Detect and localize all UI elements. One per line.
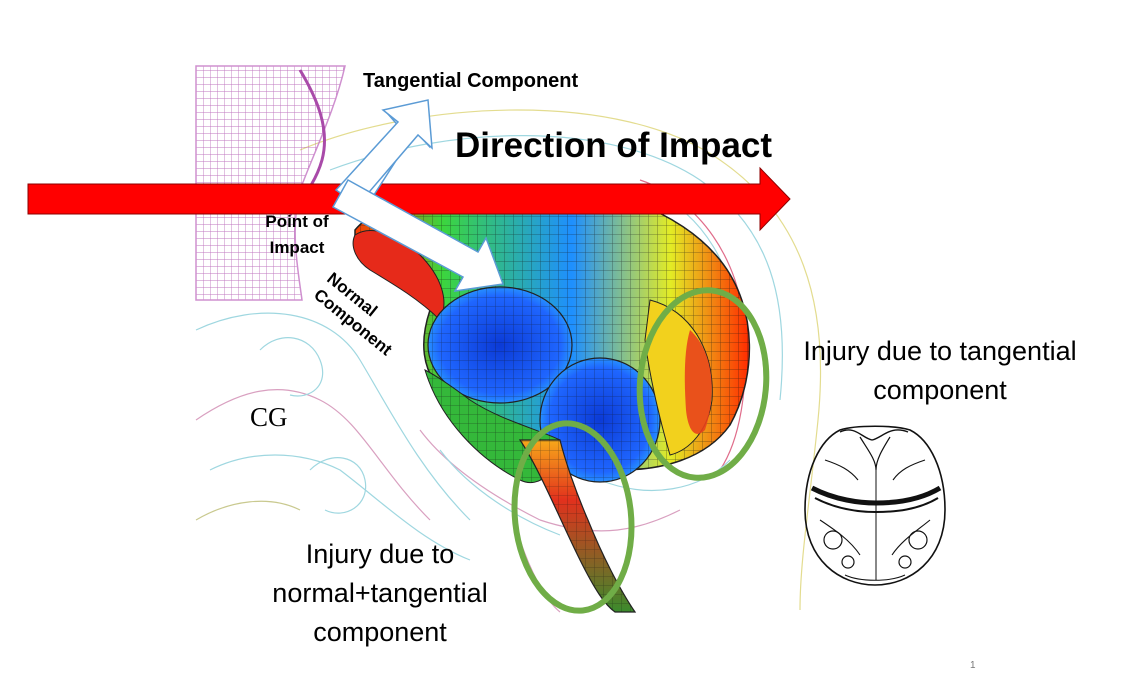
injury-zone-normal-tangential-circle [511, 420, 635, 614]
tangential-component-label: Tangential Component [363, 70, 579, 92]
page-number: 1 [970, 660, 976, 671]
direction-of-impact-arrow [27, 166, 791, 232]
point-of-impact-label: Point of Impact [265, 212, 329, 257]
impactor-mesh [195, 65, 346, 301]
brain-model [352, 184, 751, 613]
cg-label: CG [250, 402, 288, 432]
injury-zone-tangential-circle [636, 287, 770, 481]
brain-cross-section-illustration [804, 425, 946, 586]
injury-tangential-label: Injury due to tangential component [803, 336, 1077, 405]
direction-of-impact-label: Direction of Impact [455, 126, 772, 165]
normal-component-arrow [331, 178, 505, 292]
injury-normal-tangential-label: Injury due to normal+tangential componen… [272, 539, 488, 647]
